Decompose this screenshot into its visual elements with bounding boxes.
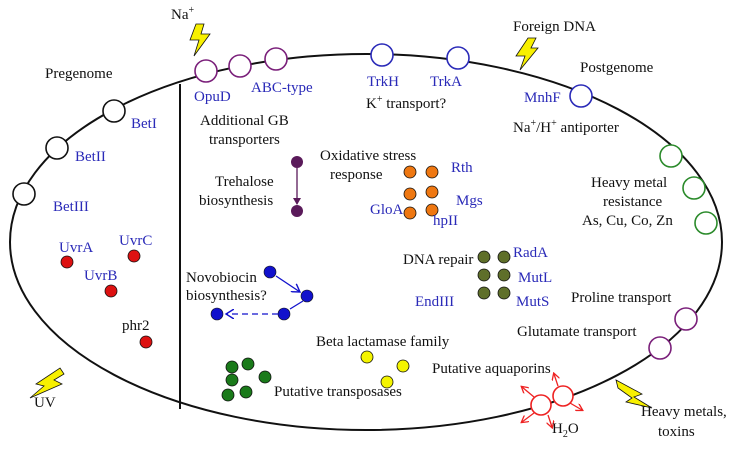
betii-ring — [45, 136, 69, 160]
trehalose-label: Trehalose — [215, 174, 274, 190]
heavy-metal-ring-3 — [694, 211, 718, 235]
betii-label: BetII — [75, 149, 106, 165]
muts-label: MutS — [516, 294, 549, 310]
foreign-dna-label: Foreign DNA — [513, 19, 596, 35]
betiii-ring — [12, 182, 36, 206]
heavy-metal-resistance-label-2: resistance — [603, 194, 662, 210]
hpii-label: hpII — [433, 213, 458, 229]
k-transport-label: K+ transport? — [366, 94, 447, 112]
heavy-metal-resistance-label-3: As, Cu, Co, Zn — [582, 213, 673, 229]
mnhf-label: MnhF — [524, 90, 561, 106]
pregenome-label: Pregenome — [45, 66, 113, 82]
oxidative-stress-label: Oxidative stress — [320, 148, 416, 164]
uvra-label: UvrA — [59, 240, 93, 256]
opud-ring — [194, 59, 218, 83]
uvra-dot — [60, 255, 74, 269]
gene-dot-icon — [360, 350, 410, 389]
proline-ring — [674, 307, 698, 331]
heavy-metals-toxins-label-2: toxins — [658, 424, 695, 440]
heavy-metal-ring-2 — [682, 176, 706, 200]
additional-gb-label-2: transporters — [209, 132, 280, 148]
endiii-label: EndIII — [415, 294, 454, 310]
h2o-label: H2O — [552, 421, 579, 440]
genome-outline — [9, 53, 723, 431]
novobiocin-label: Novobiocin — [186, 270, 257, 286]
gene-dot-icon — [403, 165, 439, 220]
heavy-metal-resistance-label: Heavy metal — [591, 175, 667, 191]
beti-ring — [102, 99, 126, 123]
oxidative-stress-label-2: response — [330, 167, 383, 183]
postgenome-label: Postgenome — [580, 60, 654, 76]
uvrb-label: UvrB — [84, 268, 117, 284]
trkh-ring — [370, 43, 394, 67]
mnhf-ring — [569, 84, 593, 108]
lightning-bolt-icon — [29, 367, 65, 399]
lightning-bolt-icon — [189, 23, 211, 57]
novobiocin-pathway — [210, 265, 314, 321]
gene-dot-icon — [221, 357, 272, 402]
trehalose-pathway — [291, 156, 303, 217]
glutamate-ring — [648, 336, 672, 360]
proline-transport-label: Proline transport — [571, 290, 672, 306]
trka-ring — [446, 46, 470, 70]
uvrb-dot — [104, 284, 118, 298]
antiporter-label: Na+/H+ antiporter — [513, 118, 619, 136]
aquaporins-label: Putative aquaporins — [432, 361, 551, 377]
additional-gb-label: Additional GB — [200, 113, 289, 129]
trehalose-label-2: biosynthesis — [199, 193, 273, 209]
rada-label: RadA — [513, 245, 548, 261]
heavy-metals-toxins-label: Heavy metals, — [641, 404, 727, 420]
beti-label: BetI — [131, 116, 157, 132]
phr2-dot — [139, 335, 153, 349]
phr2-label: phr2 — [122, 318, 150, 334]
heavy-metal-ring-1 — [659, 144, 683, 168]
mutl-label: MutL — [518, 270, 552, 286]
gene-dot-icon — [60, 249, 153, 349]
lightning-bolt-icon — [515, 37, 539, 71]
trkh-label: TrkH — [367, 74, 399, 90]
betiii-label: BetIII — [53, 199, 89, 215]
dna-repair-label: DNA repair — [403, 252, 473, 268]
beta-lactamase-label: Beta lactamase family — [316, 334, 450, 350]
water-channel-icon — [522, 374, 582, 427]
transposases-label: Putative transposases — [274, 384, 402, 400]
gloa-label: GloA — [370, 202, 404, 218]
lightning-bolt-icon — [615, 379, 653, 409]
novobiocin-label-2: biosynthesis? — [186, 288, 267, 304]
na-ion-label: Na+ — [171, 5, 195, 23]
abc-type-label: ABC-type — [251, 80, 313, 96]
opud-label: OpuD — [194, 89, 231, 105]
glutamate-transport-label: Glutamate transport — [517, 324, 637, 340]
uv-label: UV — [34, 395, 56, 411]
uvrc-label: UvrC — [119, 233, 152, 249]
transporter-ring-icon — [12, 43, 718, 360]
trka-label: TrkA — [430, 74, 462, 90]
abc-ring-2 — [264, 47, 288, 71]
gene-dot-icon — [477, 250, 511, 300]
uvrc-dot — [127, 249, 141, 263]
mgs-label: Mgs — [456, 193, 483, 209]
rth-label: Rth — [451, 160, 473, 176]
abc-ring-1 — [228, 54, 252, 78]
